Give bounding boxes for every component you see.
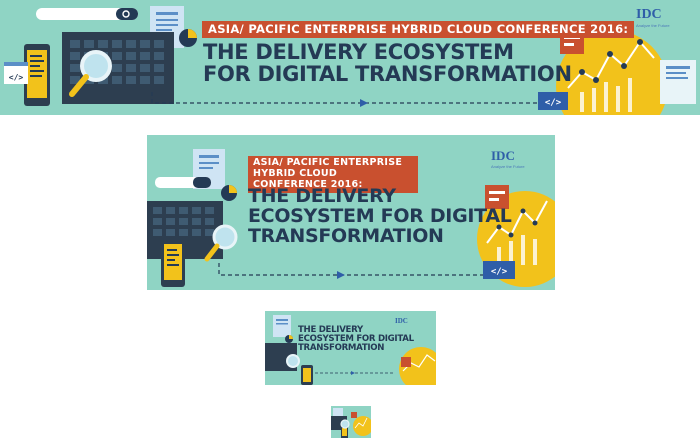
tag-line: ASIA/ PACIFIC ENTERPRISE [253, 157, 403, 168]
banner-illustration: </> [147, 149, 555, 287]
magnifier-icon [286, 354, 300, 368]
logo-text: IDC [636, 7, 662, 22]
title-line: ECOSYSTEM FOR DIGITAL [298, 334, 414, 345]
title-line: TRANSFORMATION [298, 343, 385, 354]
code-window-icon: </> [4, 62, 28, 84]
banner-illustration: </> </> [4, 6, 696, 115]
search-bar-icon [155, 177, 211, 188]
banner-wide[interactable]: </> </> ASIA/ PACIFIC ENTERPRISE HYBRID … [0, 0, 700, 115]
banner-title: THE DELIVERY ECOSYSTEM FOR DIGITAL TRANS… [298, 325, 414, 354]
logo-subtext: Analyze the Future [636, 23, 670, 28]
pie-chart-icon [179, 29, 197, 47]
chart-circle-icon [556, 30, 668, 115]
banner-title: THE DELIVERY ECOSYSTEM FOR DIGITAL TRANS… [248, 185, 512, 247]
title-line: THE DELIVERY [248, 185, 396, 207]
pie-chart-icon [221, 185, 237, 201]
phone-icon [24, 44, 50, 106]
title-line: FOR DIGITAL TRANSFORMATION [203, 62, 572, 87]
banner-illustration [265, 315, 436, 385]
phone-icon [341, 426, 348, 438]
svg-text:</>: </> [491, 267, 508, 277]
title-line: THE DELIVERY ECOSYSTEM [203, 40, 514, 64]
title-line: TRANSFORMATION [248, 224, 444, 247]
logo-text: IDC [491, 148, 515, 163]
idc-logo: IDC [395, 317, 408, 325]
banner-small[interactable]: THE DELIVERY ECOSYSTEM FOR DIGITAL TRANS… [265, 311, 436, 385]
pie-chart-icon [285, 335, 293, 343]
chart-circle-icon [353, 416, 371, 436]
idc-logo: IDC Analyze the Future [491, 148, 525, 169]
conference-tag: ASIA/ PACIFIC ENTERPRISE HYBRID CLOUD CO… [248, 156, 418, 193]
tag-line: HYBRID CLOUD CONFERENCE 2016: [253, 167, 363, 190]
magnifier-icon [69, 50, 112, 97]
banner-thumbnail[interactable] [331, 406, 371, 438]
svg-text:</>: </> [9, 73, 24, 82]
conference-tag: ASIA/ PACIFIC ENTERPRISE HYBRID CLOUD CO… [202, 21, 635, 39]
svg-text:</>: </> [545, 98, 562, 108]
laptop-icon [62, 32, 174, 104]
phone-icon [161, 239, 185, 287]
phone-icon [301, 365, 313, 385]
magnifier-icon [340, 419, 350, 429]
idc-logo: IDC Analyze the Future [636, 7, 670, 28]
logo-subtext: Analyze the Future [491, 164, 525, 169]
title-line: ECOSYSTEM FOR DIGITAL [248, 204, 512, 227]
banner-title: THE DELIVERY ECOSYSTEM FOR DIGITAL TRANS… [203, 41, 572, 85]
banner-medium[interactable]: </> ASIA/ PACIFIC ENTERPRISE HYBRID CLOU… [147, 135, 555, 290]
search-bar-icon [36, 8, 138, 20]
magnifier-icon [204, 224, 238, 262]
document-icon [273, 315, 291, 337]
banner-illustration [331, 408, 371, 438]
title-line: THE DELIVERY [298, 325, 363, 335]
